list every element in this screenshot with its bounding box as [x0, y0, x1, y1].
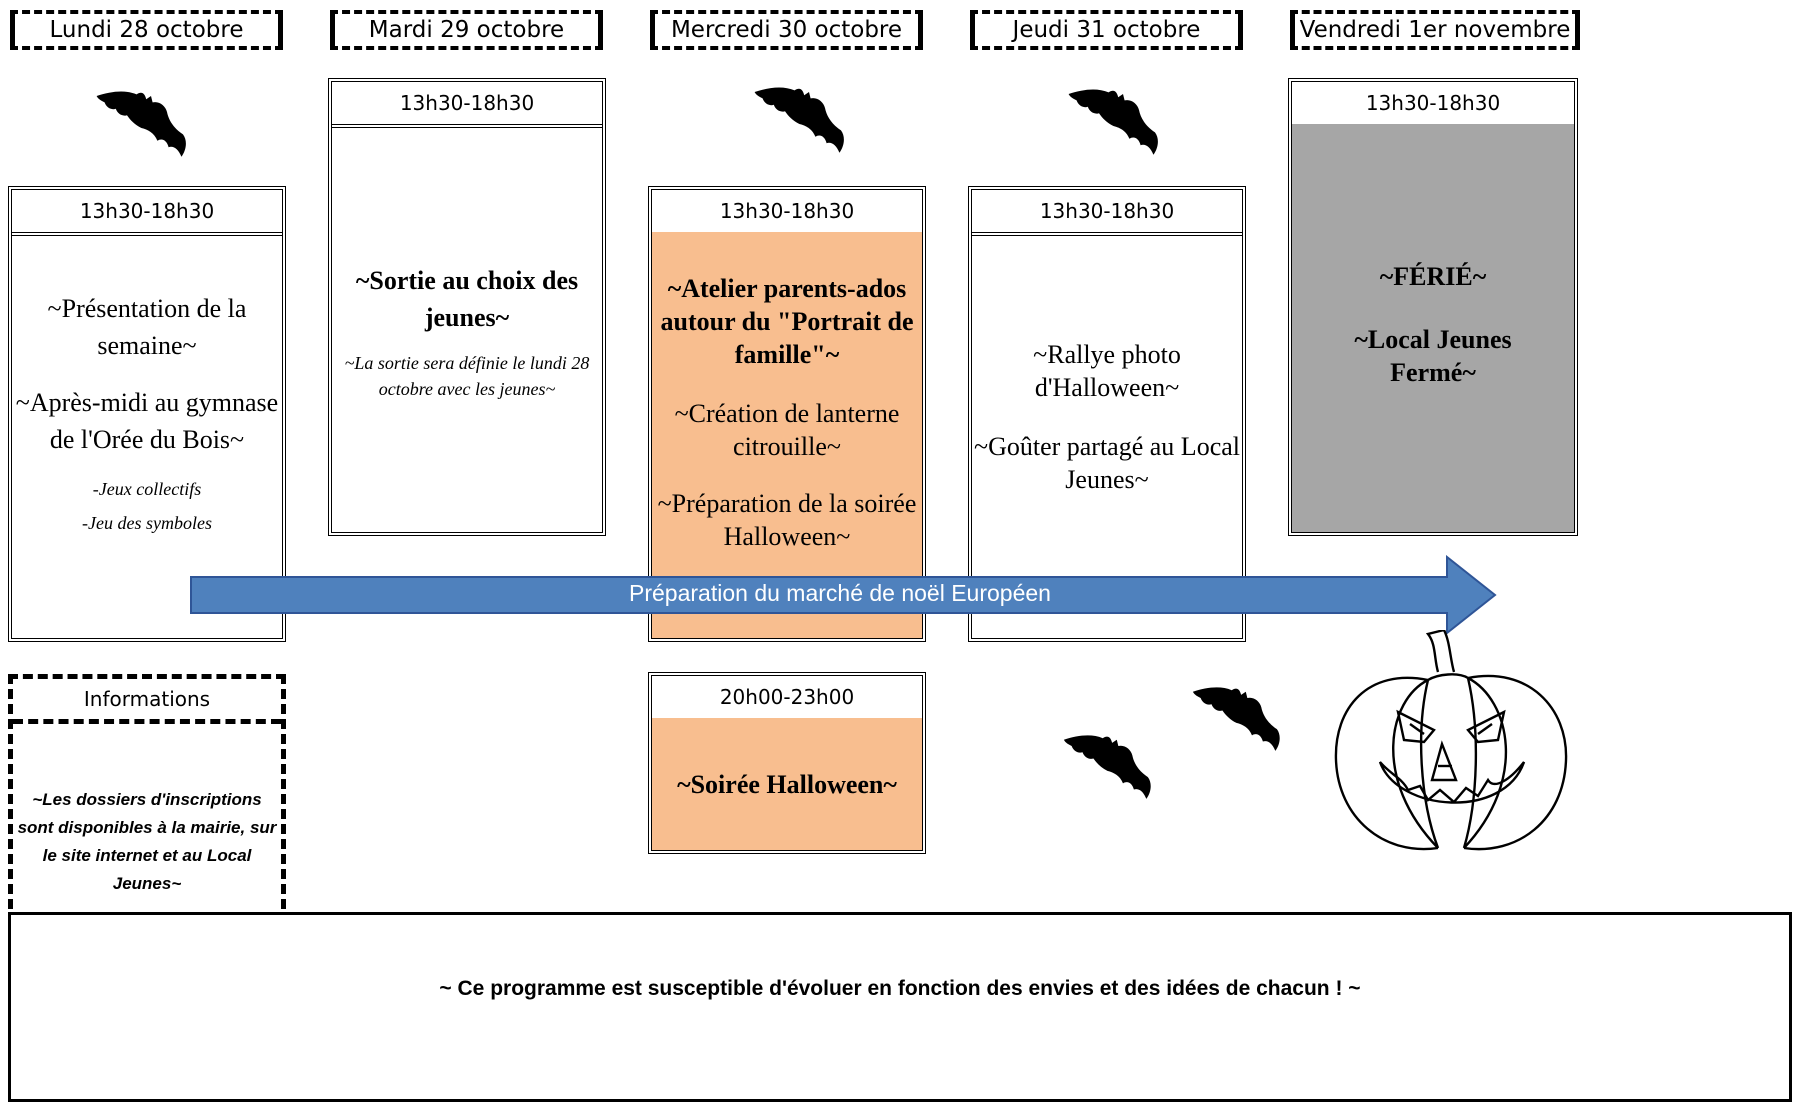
activity-atelier-parents-ados: ~Atelier parents-ados autour du "Portrai… [660, 274, 914, 369]
time-slot: 13h30-18h30 [652, 190, 922, 236]
activity-preparation-soiree: ~Préparation de la soirée Halloween~ [657, 489, 917, 551]
footer-banner: ~ Ce programme est susceptible d'évoluer… [8, 912, 1792, 1102]
activity-sub-jeux-collectifs: -Jeux collectifs [92, 479, 202, 499]
time-slot: 20h00-23h00 [652, 676, 922, 722]
bat-icon [1188, 684, 1288, 754]
activity-lanterne: ~Création de lanterne citrouille~ [674, 399, 900, 461]
time-slot: 13h30-18h30 [12, 190, 282, 236]
time-slot: 13h30-18h30 [1292, 82, 1574, 128]
wednesday-evening-box: 20h00-23h00 ~Soirée Halloween~ [648, 672, 926, 854]
day-header-wednesday: Mercredi 30 octobre [650, 10, 923, 50]
activity-soiree-halloween: ~Soirée Halloween~ [677, 769, 897, 799]
bat-icon [1058, 732, 1160, 802]
time-slot: 13h30-18h30 [972, 190, 1242, 236]
thursday-activity-box: 13h30-18h30 ~Rallye photo d'Halloween~ ~… [968, 186, 1246, 642]
activity-sortie-note: ~La sortie sera définie le lundi 28 octo… [344, 353, 590, 399]
activity-sub-jeu-symboles: -Jeu des symboles [82, 513, 212, 533]
arrow-banner [190, 555, 1497, 635]
info-box: Informations ~Les dossiers d'inscription… [8, 674, 286, 924]
monday-activity-box: 13h30-18h30 ~Présentation de la semaine~… [8, 186, 286, 642]
friday-local-ferme: ~Local Jeunes Fermé~ [1354, 325, 1512, 387]
bat-icon [748, 84, 854, 156]
pumpkin-icon [1334, 630, 1568, 851]
wednesday-activity-box: 13h30-18h30 ~Atelier parents-ados autour… [648, 186, 926, 642]
bat-icon [90, 88, 196, 160]
activity-presentation: ~Présentation de la semaine~ [47, 294, 247, 360]
activity-sortie: ~Sortie au choix des jeunes~ [355, 266, 579, 332]
day-header-tuesday: Mardi 29 octobre [330, 10, 603, 50]
arrow-label: Préparation du marché de noël Européen [629, 580, 1051, 606]
friday-ferie: ~FÉRIÉ~ [1379, 262, 1487, 291]
day-header-monday: Lundi 28 octobre [10, 10, 283, 50]
tuesday-activity-box: 13h30-18h30 ~Sortie au choix des jeunes~… [328, 78, 606, 536]
friday-activity-box: 13h30-18h30 ~FÉRIÉ~ ~Local Jeunes Fermé~ [1288, 78, 1578, 536]
bat-icon [1062, 86, 1168, 158]
info-title: Informations [13, 679, 281, 724]
activity-gouter: ~Goûter partagé au Local Jeunes~ [974, 432, 1240, 494]
activity-gymnase: ~Après-midi au gymnase de l'Orée du Bois… [15, 388, 279, 454]
footer-text: ~ Ce programme est susceptible d'évoluer… [439, 977, 1361, 1000]
activity-rallye-photo: ~Rallye photo d'Halloween~ [1033, 340, 1181, 402]
day-header-friday: Vendredi 1er novembre [1290, 10, 1580, 50]
time-slot: 13h30-18h30 [332, 82, 602, 128]
info-text: ~Les dossiers d'inscriptions sont dispon… [17, 790, 277, 893]
day-header-thursday: Jeudi 31 octobre [970, 10, 1243, 50]
